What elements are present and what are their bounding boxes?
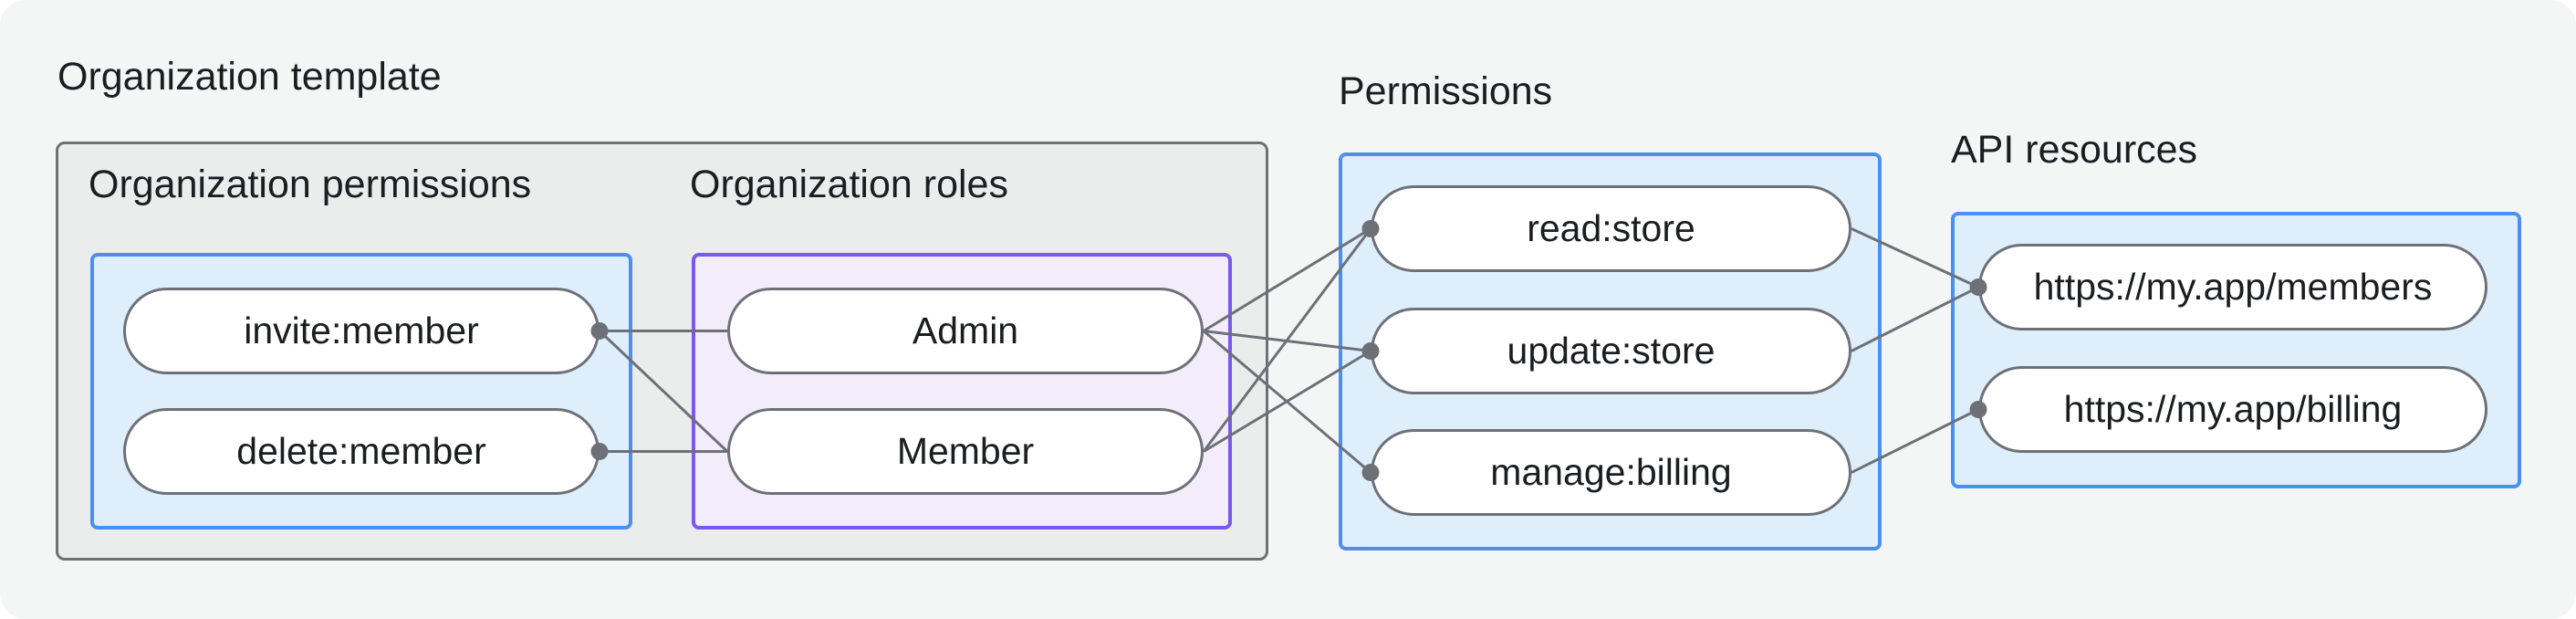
node-read-store: read:store — [1371, 185, 1851, 272]
node-manage-billing: manage:billing — [1371, 429, 1851, 516]
node-update-store: update:store — [1371, 308, 1851, 394]
node-delete-member: delete:member — [123, 408, 600, 495]
node-invite-member: invite:member — [123, 288, 600, 374]
node-billing-resource: https://my.app/billing — [1978, 366, 2487, 453]
node-member-role: Member — [727, 408, 1204, 495]
section-label-permissions: Permissions — [1339, 69, 1553, 113]
section-label-api-resources: API resources — [1951, 128, 2198, 172]
node-admin-role: Admin — [727, 288, 1204, 374]
diagram-title: Organization template — [57, 55, 442, 99]
section-label-org-permissions: Organization permissions — [89, 163, 532, 206]
node-members-resource: https://my.app/members — [1978, 244, 2487, 330]
section-label-org-roles: Organization roles — [690, 163, 1008, 206]
